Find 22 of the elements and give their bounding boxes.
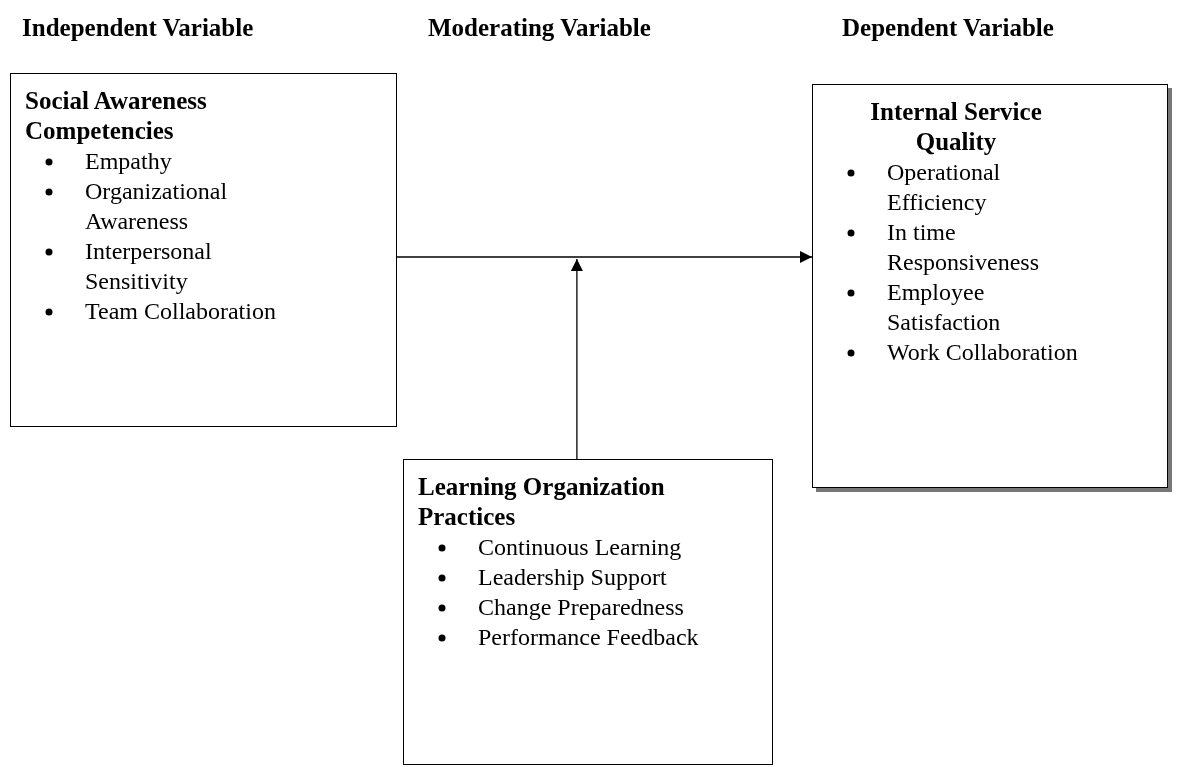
arrow <box>570 258 583 460</box>
list-item-text: Interpersonal Sensitivity <box>85 238 212 294</box>
column-heading: Dependent Variable <box>842 14 1054 42</box>
list-item-text: Team Collaboration <box>85 298 276 324</box>
arrow <box>396 251 813 263</box>
box-heading: Learning Organization Practices <box>418 472 666 532</box>
list-item-text: In time Responsiveness <box>887 219 1039 275</box>
list-item-text: Continuous Learning <box>478 534 682 560</box>
list-item-text: Change Preparedness <box>478 594 684 620</box>
list-item-text: Empathy <box>85 148 172 174</box>
list-item-text: Performance Feedback <box>478 624 699 650</box>
list-item-text: Employee Satisfaction <box>887 279 1001 335</box>
concept-box <box>403 459 773 765</box>
list-item-text: Leadership Support <box>478 564 667 590</box>
box-heading: Internal Service Quality <box>869 97 1043 157</box>
column-heading: Moderating Variable <box>428 14 651 42</box>
list-item-text: Operational Efficiency <box>887 159 1001 215</box>
box-heading: Social Awareness Competencies <box>25 86 208 146</box>
concept-box <box>10 73 397 427</box>
list-item-text: Organizational Awareness <box>85 178 228 234</box>
list-item-text: Work Collaboration <box>887 339 1078 365</box>
column-heading: Independent Variable <box>22 14 254 42</box>
